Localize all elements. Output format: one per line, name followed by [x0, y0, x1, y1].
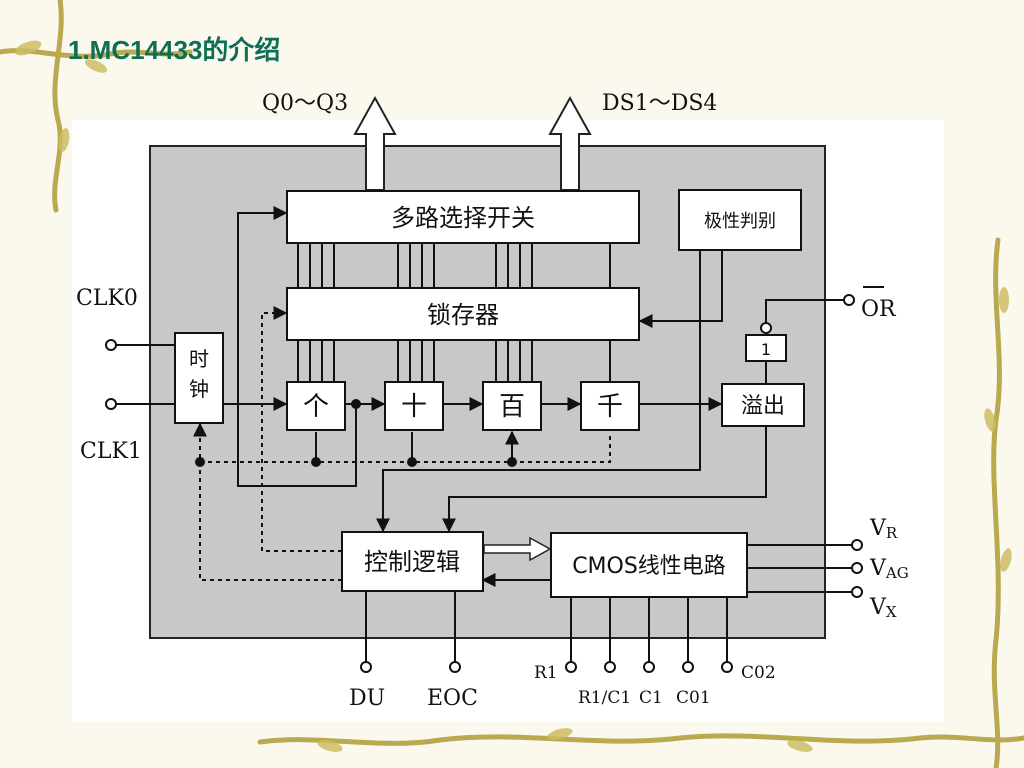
r1c1-label: R1/C1 [578, 688, 631, 708]
slide-title: 1.MC14433的介绍 [68, 35, 281, 65]
ones-label: 个 [303, 392, 329, 422]
thousands-label: 千 [597, 392, 623, 422]
du-pin [360, 661, 372, 673]
vag-label-main: V [869, 556, 887, 581]
overflow-label: 溢出 [741, 394, 785, 419]
clock-label-line2: 钟 [189, 377, 209, 401]
c02-pin [721, 661, 733, 673]
thousands-block [580, 381, 640, 431]
c01-label: C01 [676, 688, 711, 708]
vx-pin [851, 586, 863, 598]
or-label: OR [861, 297, 897, 322]
clock-block [174, 332, 224, 424]
junction-dot [195, 457, 205, 467]
mux-label: 多路选择开关 [391, 204, 535, 232]
c02-label: C02 [741, 663, 776, 683]
cmos-linear-label: CMOS线性电路 [572, 554, 726, 579]
tens-block [384, 381, 444, 431]
clock-label-line1: 时 [189, 347, 209, 371]
latch-block [286, 287, 640, 341]
q-output-label: Q0～Q3 [262, 91, 348, 116]
clk1-label: CLK1 [80, 439, 142, 464]
c1-label: C1 [639, 688, 663, 708]
clk1-pin [105, 398, 117, 410]
r1-label: R1 [534, 663, 558, 683]
cmos-bottom-pin-wires [570, 597, 728, 662]
vag-pin [851, 562, 863, 574]
eoc-label: EOC [427, 686, 478, 711]
bus-lines-upper [297, 244, 611, 287]
inverter-block [745, 334, 787, 362]
inverter-bubble [760, 322, 772, 334]
c1-pin [643, 661, 655, 673]
ds-output-arrow [548, 95, 592, 191]
r1-pin [565, 661, 577, 673]
hundreds-block [482, 381, 542, 431]
digit-select-feedback-wire [237, 206, 357, 487]
vag-label-sub: AG [885, 564, 909, 582]
q-output-arrow [353, 95, 397, 191]
polarity-to-control-wire [376, 250, 701, 533]
polarity-block [678, 189, 802, 251]
eoc-pin [449, 661, 461, 673]
cmos-linear-block [550, 532, 748, 598]
inverter-label: 1 [761, 340, 771, 359]
junction-dot [311, 457, 321, 467]
r1c1-pin [604, 661, 616, 673]
vr-label-main: V [869, 516, 887, 541]
polarity-to-latch-wire [638, 250, 723, 328]
polarity-label: 极性判别 [704, 211, 776, 232]
inverter-to-or-wire [765, 299, 844, 323]
latch-label: 锁存器 [427, 301, 499, 329]
dotted-control-to-latch [261, 306, 342, 552]
dotted-enable-bus [200, 432, 611, 463]
or-pin [843, 294, 855, 306]
vx-label-sub: X [886, 603, 897, 621]
vag-label: VAG [869, 556, 909, 582]
junction-dot [407, 457, 417, 467]
junction-dot [351, 399, 361, 409]
junction-dot [507, 457, 517, 467]
overflow-block [721, 383, 805, 427]
control-logic-block [341, 531, 484, 592]
mux-block [286, 190, 640, 244]
vx-label: VX [869, 595, 897, 621]
control-logic-label: 控制逻辑 [364, 548, 460, 576]
du-label: DU [349, 686, 385, 711]
clk0-pin [105, 339, 117, 351]
ones-block [286, 381, 346, 431]
ds-output-label: DS1～DS4 [602, 91, 717, 116]
control-to-cmos-arrow [483, 536, 552, 562]
cmos-right-pin-wires [747, 544, 852, 593]
clk0-label: CLK0 [76, 286, 138, 311]
vx-label-main: V [869, 595, 887, 620]
vr-label: VR [869, 516, 898, 542]
hundreds-label: 百 [499, 392, 525, 422]
tens-label: 十 [401, 392, 427, 422]
vr-pin [851, 539, 863, 551]
vr-label-sub: R [886, 524, 898, 542]
c01-pin [682, 661, 694, 673]
bus-lines-lower [297, 340, 611, 382]
overflow-to-control-wire [442, 426, 767, 533]
